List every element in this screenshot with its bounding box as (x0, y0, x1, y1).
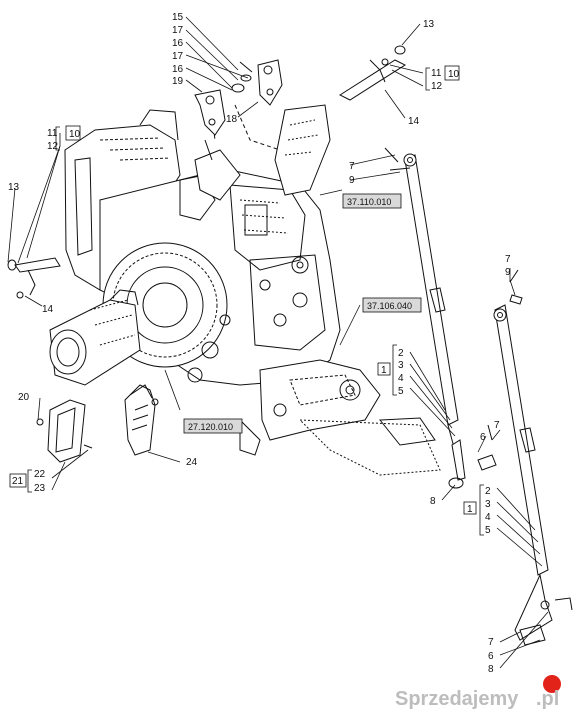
ref-37-110-010: 37.110.010 (347, 197, 391, 207)
lift-rod-lower (493, 269, 573, 646)
label-6: 6 (480, 432, 486, 443)
label-12: 12 (431, 81, 443, 92)
label-17: 17 (172, 25, 184, 36)
label-8: 8 (488, 664, 494, 675)
label-16: 16 (172, 38, 184, 49)
label-22: 22 (34, 469, 46, 480)
watermark-text: Sprzedajemy (395, 688, 519, 710)
label-24: 24 (186, 457, 198, 468)
label-16: 16 (172, 64, 184, 75)
label-3: 3 (485, 499, 491, 510)
label-7: 7 (494, 420, 500, 431)
ref-37-106-040: 37.106.040 (367, 301, 412, 311)
reference-boxes: 37.110.010 37.106.040 27.120.010 (183, 193, 422, 434)
watermark-logo-icon (543, 675, 561, 693)
pin-13-top (338, 45, 407, 101)
label-3: 3 (398, 360, 404, 371)
label-5: 5 (485, 525, 491, 536)
label-8: 8 (430, 496, 436, 507)
box-label-10: 10 (69, 129, 81, 140)
box-label-21: 21 (12, 476, 24, 487)
callout-numbers: 15 17 16 17 16 19 18 13 11 12 14 11 12 1… (8, 12, 511, 675)
label-6: 6 (488, 651, 494, 662)
label-15: 15 (172, 12, 184, 23)
label-14: 14 (408, 116, 420, 127)
transmission-housing (49, 99, 441, 476)
label-14: 14 (42, 304, 54, 315)
top-link-brackets (194, 59, 283, 136)
label-9: 9 (505, 267, 511, 278)
label-13: 13 (423, 19, 435, 30)
label-5: 5 (398, 386, 404, 397)
label-9: 9 (349, 175, 355, 186)
box-label-1: 1 (381, 365, 387, 376)
label-4: 4 (398, 373, 404, 384)
label-4: 4 (485, 512, 491, 523)
watermark-suffix: .pl (536, 688, 559, 710)
label-7: 7 (488, 637, 494, 648)
ref-27-120-010: 27.120.010 (188, 422, 233, 432)
label-2: 2 (398, 348, 404, 359)
label-23: 23 (34, 483, 46, 494)
box-label-1: 1 (467, 504, 473, 515)
box-label-10: 10 (448, 69, 460, 80)
label-12: 12 (47, 141, 59, 152)
label-18: 18 (226, 114, 238, 125)
label-11: 11 (47, 128, 58, 139)
label-7: 7 (349, 161, 355, 172)
watermark: Sprzedajemy .pl (395, 675, 561, 710)
label-brackets (27, 67, 484, 536)
label-20: 20 (18, 392, 30, 403)
label-19: 19 (172, 76, 184, 87)
lever-24 (124, 384, 159, 456)
boxed-numbers: 10 10 1 1 21 (9, 65, 477, 515)
label-11: 11 (431, 68, 442, 79)
leader-lines (7, 16, 549, 669)
label-13: 13 (8, 182, 20, 193)
pin-13-left (7, 257, 61, 299)
label-2: 2 (485, 486, 491, 497)
lift-rod-upper (384, 147, 497, 489)
cover-22-23 (36, 399, 93, 463)
label-7: 7 (505, 254, 511, 265)
label-17: 17 (172, 51, 184, 62)
